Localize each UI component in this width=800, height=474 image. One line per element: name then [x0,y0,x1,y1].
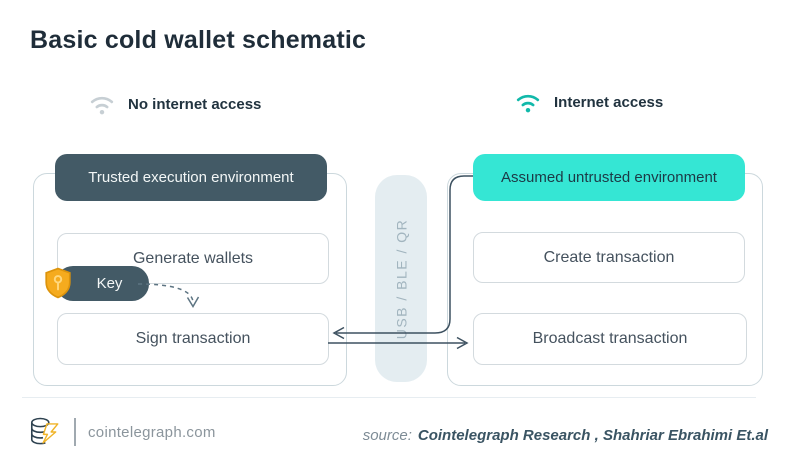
footer-divider-bar [74,418,76,446]
internet-access-label-row: Internet access [514,90,663,114]
footer-brand: cointelegraph.com [28,414,216,450]
untrusted-environment-header: Assumed untrusted environment [473,154,745,201]
transfer-medium-label: USB / BLE / QR [393,218,409,339]
source-text: Cointelegraph Research , Shahriar Ebrahi… [417,427,768,444]
footer-site-label: cointelegraph.com [88,423,216,441]
key-badge-label: Key [96,275,123,292]
key-badge: Key [56,266,149,301]
internet-access-label: Internet access [554,93,664,111]
source-attribution: source: Cointelegraph Research , Shahriar… [363,427,768,444]
cointelegraph-logo [30,417,59,445]
transfer-medium-pill: USB / BLE / QR [375,175,427,382]
no-internet-access-label-row: No internet access [88,92,261,116]
no-internet-access-label: No internet access [128,95,262,113]
wifi-on-icon [516,94,540,113]
trusted-environment-header: Trusted execution environment [55,154,327,201]
broadcast-transaction-box: Broadcast transaction [473,313,747,365]
page-title: Basic cold wallet schematic [30,26,367,54]
source-prefix: source: [362,427,412,444]
sign-transaction-box: Sign transaction [57,313,329,365]
shield-key-icon [45,267,71,299]
create-transaction-box: Create transaction [473,232,745,283]
wifi-off-icon [90,96,114,115]
footer-divider [22,397,756,398]
